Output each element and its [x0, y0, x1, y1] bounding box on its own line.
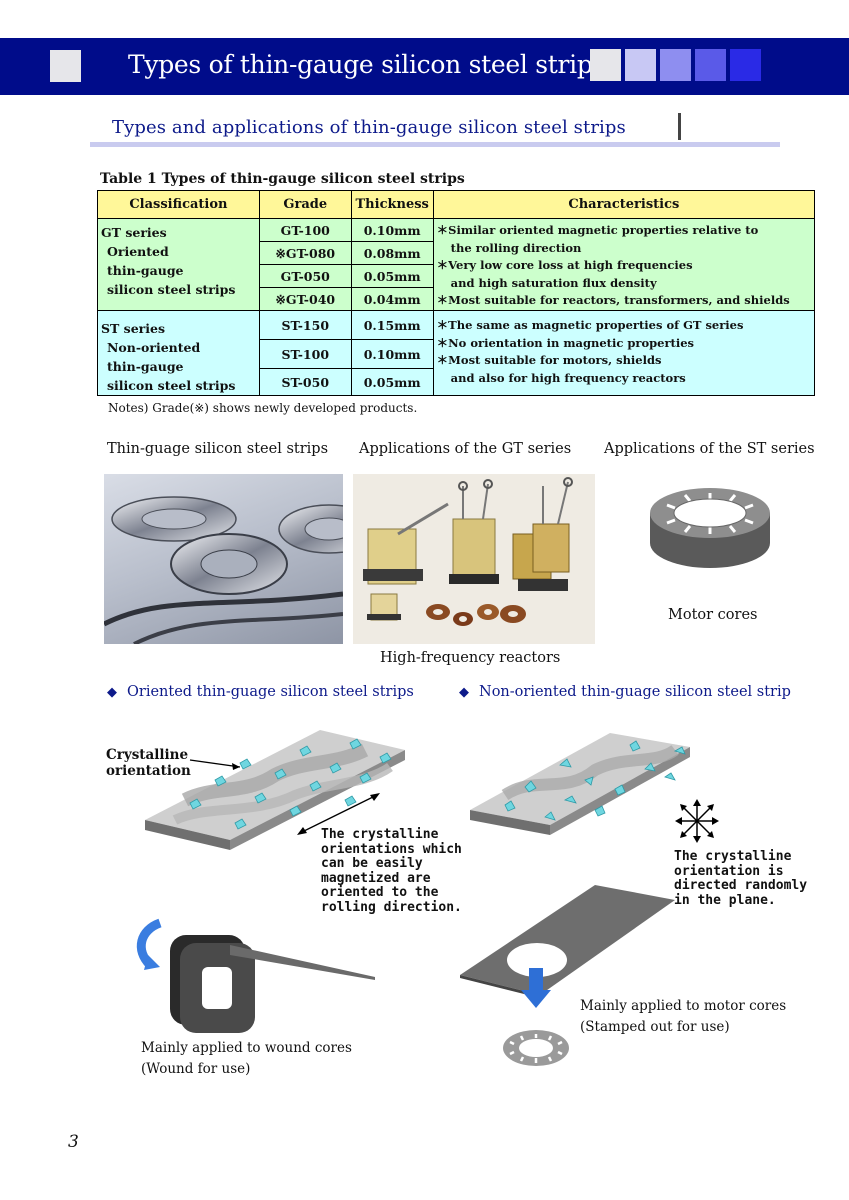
section-underline	[90, 142, 780, 147]
nonoriented-note-line: directed randomly	[674, 878, 808, 893]
oriented-heading: ◆ Oriented thin-guage silicon steel strip…	[107, 684, 414, 700]
gt-class-line: GT series	[101, 225, 167, 240]
thickness-cell: 0.08mm	[350, 241, 434, 265]
grade-cell: GT-050	[258, 264, 352, 288]
header-deco-square-2	[625, 49, 656, 81]
header-characteristics: Characteristics	[432, 190, 816, 219]
motor-caption-line: Mainly applied to motor cores	[580, 998, 787, 1014]
section-title-bar	[678, 113, 681, 140]
diamond-icon: ◆	[459, 685, 469, 700]
header-classification: Classification	[97, 190, 260, 219]
header-deco-square-5	[730, 49, 761, 81]
st-classification: ST series Non-oriented thin-gauge silico…	[97, 310, 260, 396]
characteristic-line: the rolling direction	[450, 240, 582, 255]
wound-core-caption: Mainly applied to wound cores (Wound for…	[141, 1038, 352, 1080]
thickness-cell: 0.04mm	[350, 287, 434, 311]
oriented-note-line: magnetized are	[321, 870, 431, 886]
motor-caption-line: (Stamped out for use)	[580, 1019, 730, 1035]
characteristic-line: ＊Very low core loss at high frequencies	[436, 258, 693, 272]
grade-cell: ※GT-040	[258, 287, 352, 311]
thickness-cell: 0.05mm	[350, 264, 434, 288]
page-title: Types of thin-gauge silicon steel strips	[128, 50, 606, 79]
st-class-line: silicon steel strips	[107, 378, 236, 393]
header-deco-square-3	[660, 49, 691, 81]
header-thickness: Thickness	[350, 190, 434, 219]
reactors-photo	[353, 474, 595, 644]
wound-core-diagram	[136, 918, 375, 1033]
table-row: ST series Non-oriented thin-gauge silico…	[97, 310, 816, 396]
stamped-sheet-diagram	[460, 885, 675, 1066]
caption-reactors: High-frequency reactors	[380, 650, 561, 666]
orientation-label-line: orientation	[106, 763, 191, 779]
oriented-note: The crystalline orientations which can b…	[321, 827, 462, 915]
thickness-cell: 0.05mm	[350, 368, 434, 396]
characteristic-line: ＊Most suitable for reactors, transformer…	[436, 293, 790, 307]
nonoriented-note-line: The crystalline	[674, 849, 792, 864]
diamond-icon: ◆	[107, 685, 117, 700]
nonoriented-note-line: orientation is	[674, 863, 784, 879]
characteristic-line: ＊The same as magnetic properties of GT s…	[436, 318, 744, 332]
st-characteristics: ＊The same as magnetic properties of GT s…	[432, 310, 816, 396]
characteristic-line: ＊No orientation in magnetic properties	[436, 335, 695, 350]
characteristic-line: and high saturation flux density	[450, 275, 657, 290]
st-class-line: ST series	[101, 321, 165, 336]
oriented-plate-diagram	[145, 730, 405, 850]
wound-caption-line: Mainly applied to wound cores	[141, 1040, 352, 1056]
grade-cell: ST-050	[258, 368, 352, 396]
page-number: 3	[68, 1132, 79, 1152]
nonoriented-plate-diagram	[470, 733, 690, 835]
grade-cell: ST-150	[258, 310, 352, 340]
wound-caption-line: (Wound for use)	[141, 1061, 251, 1077]
oriented-note-line: rolling direction.	[321, 899, 462, 915]
st-class-line: thin-gauge	[107, 359, 184, 374]
nonoriented-note: The crystalline orientation is directed …	[674, 849, 808, 908]
types-table: Classification Grade Thickness Character…	[97, 190, 816, 396]
thickness-cell: 0.10mm	[350, 339, 434, 369]
nonoriented-note-line: in the plane.	[674, 892, 776, 908]
characteristic-line: ＊Similar oriented magnetic properties re…	[436, 223, 759, 237]
table-note: Notes) Grade(※) shows newly developed pr…	[108, 401, 418, 415]
oriented-heading-text: Oriented thin-guage silicon steel strips	[127, 684, 414, 700]
header-deco-square-4	[695, 49, 726, 81]
caption-strips: Thin-guage silicon steel strips	[107, 441, 329, 457]
nonoriented-heading: ◆ Non-oriented thin-guage silicon steel s…	[459, 684, 791, 700]
caption-gt-applications: Applications of the GT series	[359, 441, 572, 457]
characteristic-line: and also for high frequency reactors	[450, 370, 686, 385]
gt-characteristics: ＊Similar oriented magnetic properties re…	[432, 218, 816, 311]
characteristic-line: ＊Most suitable for motors, shields	[436, 353, 662, 367]
nonoriented-heading-text: Non-oriented thin-guage silicon steel st…	[479, 684, 791, 700]
motor-core-image	[645, 478, 775, 578]
gt-classification: GT series Oriented thin-gauge silicon st…	[97, 218, 260, 311]
section-title: Types and applications of thin-gauge sil…	[112, 117, 626, 138]
orientation-label-line: Crystalline	[106, 747, 189, 763]
orientation-label: Crystalline orientation	[106, 747, 191, 779]
caption-st-applications: Applications of the ST series	[604, 441, 815, 457]
gt-class-line: Oriented	[107, 244, 169, 259]
header-left-square	[50, 50, 81, 82]
thickness-cell: 0.10mm	[350, 218, 434, 242]
motor-core-caption: Mainly applied to motor cores (Stamped o…	[580, 996, 786, 1038]
st-class-line: Non-oriented	[107, 340, 201, 355]
gt-class-line: thin-gauge	[107, 263, 184, 278]
oriented-note-line: oriented to the	[321, 885, 439, 900]
random-direction-arrows-icon	[675, 799, 719, 843]
header-deco-square-1	[590, 49, 621, 81]
grade-cell: GT-100	[258, 218, 352, 242]
table-header-row: Classification Grade Thickness Character…	[97, 190, 816, 219]
oriented-note-line: orientations which	[321, 841, 462, 857]
oriented-note-line: can be easily	[321, 856, 423, 871]
thickness-cell: 0.15mm	[350, 310, 434, 340]
table-caption: Table 1 Types of thin-gauge silicon stee…	[100, 171, 465, 187]
header-grade: Grade	[258, 190, 352, 219]
oriented-note-line: The crystalline	[321, 827, 439, 842]
gt-class-line: silicon steel strips	[107, 282, 236, 297]
table-row: GT series Oriented thin-gauge silicon st…	[97, 218, 816, 311]
caption-motor-cores: Motor cores	[668, 607, 758, 623]
grade-cell: ST-100	[258, 339, 352, 369]
steel-strips-photo	[104, 474, 343, 644]
grade-cell: ※GT-080	[258, 241, 352, 265]
